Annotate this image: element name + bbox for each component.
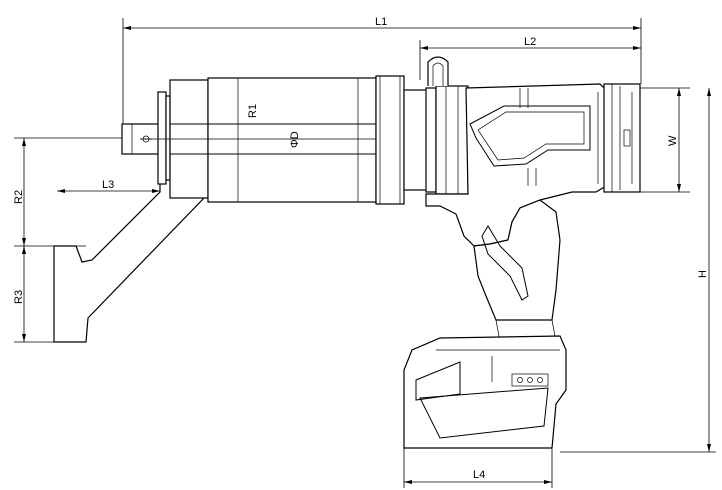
reaction-arm [53,177,205,343]
battery-pack [403,335,567,449]
dimension-labels: L1 L2 L3 L4 R1 R2 R3 ΦD W H [13,16,709,481]
label-l3: L3 [102,179,114,191]
square-drive [121,91,171,185]
handle-grip [473,199,561,343]
label-l1: L1 [375,16,387,28]
label-r3: R3 [13,290,25,304]
label-w: W [667,135,679,146]
label-l2: L2 [524,36,536,48]
motor-coupling [403,56,469,195]
rear-cap [603,83,641,193]
label-od: ΦD [289,131,301,148]
gearbox-cylinder [140,75,420,205]
label-h: H [697,270,709,278]
label-r2: R2 [13,190,25,204]
label-r1: R1 [247,104,259,118]
label-l4: L4 [473,469,485,481]
